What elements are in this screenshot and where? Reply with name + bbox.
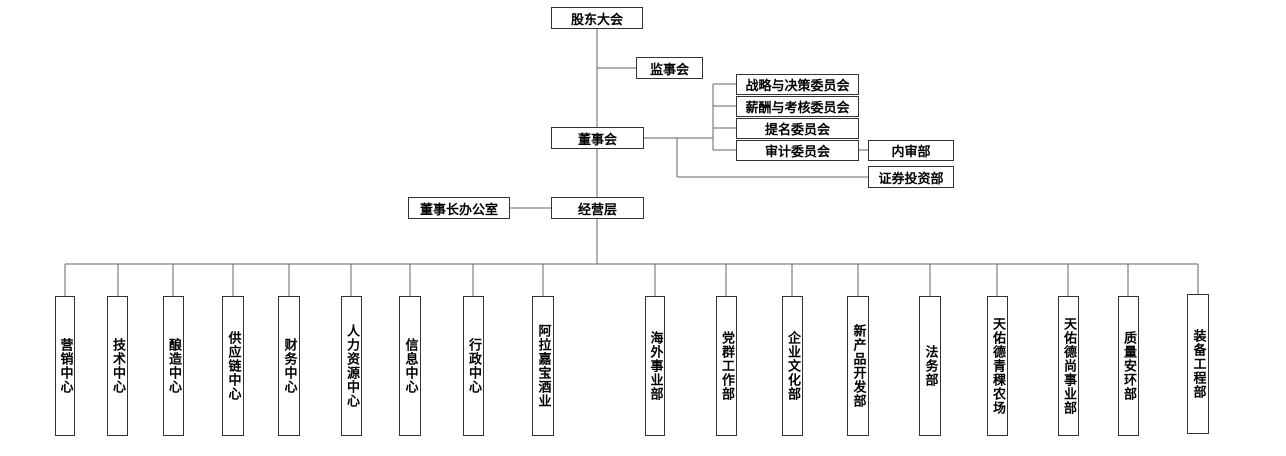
connectors bbox=[64, 29, 1199, 296]
dept-box: 营销中心 bbox=[55, 296, 75, 436]
committee-compensation-box: 薪酬与考核委员会 bbox=[736, 96, 859, 117]
securities-investment-box: 证券投资部 bbox=[868, 166, 954, 188]
dept-box: 天佑德青稞农场 bbox=[987, 296, 1008, 436]
dept-box: 财务中心 bbox=[278, 296, 300, 436]
dept-box: 海外事业部 bbox=[645, 296, 665, 436]
dept-box: 信息中心 bbox=[399, 296, 421, 436]
dept-box: 供应链中心 bbox=[222, 296, 244, 436]
dept-box: 新产品开发部 bbox=[847, 296, 869, 436]
dept-box: 行政中心 bbox=[463, 296, 484, 436]
committee-nomination-box: 提名委员会 bbox=[736, 118, 859, 139]
management-box: 经营层 bbox=[551, 197, 644, 219]
dept-box: 技术中心 bbox=[107, 296, 128, 436]
dept-box: 法务部 bbox=[919, 296, 941, 436]
dept-box: 人力资源中心 bbox=[341, 296, 362, 436]
dept-box: 质量安环部 bbox=[1118, 296, 1139, 436]
board-of-directors-box: 董事会 bbox=[551, 127, 644, 149]
dept-box: 企业文化部 bbox=[782, 296, 803, 436]
dept-box: 酿造中心 bbox=[163, 296, 184, 436]
supervisory-board-box: 监事会 bbox=[636, 57, 703, 79]
dept-box: 天佑德尚事业部 bbox=[1058, 296, 1079, 436]
chairman-office-box: 董事长办公室 bbox=[408, 197, 510, 219]
internal-audit-box: 内审部 bbox=[868, 140, 954, 161]
committee-strategy-box: 战略与决策委员会 bbox=[736, 74, 859, 95]
dept-box: 阿拉嘉宝酒业 bbox=[532, 296, 554, 436]
shareholders-meeting-box: 股东大会 bbox=[551, 7, 643, 29]
dept-box: 装备工程部 bbox=[1187, 294, 1209, 434]
dept-box: 党群工作部 bbox=[716, 296, 737, 436]
committee-audit-box: 审计委员会 bbox=[736, 140, 859, 161]
